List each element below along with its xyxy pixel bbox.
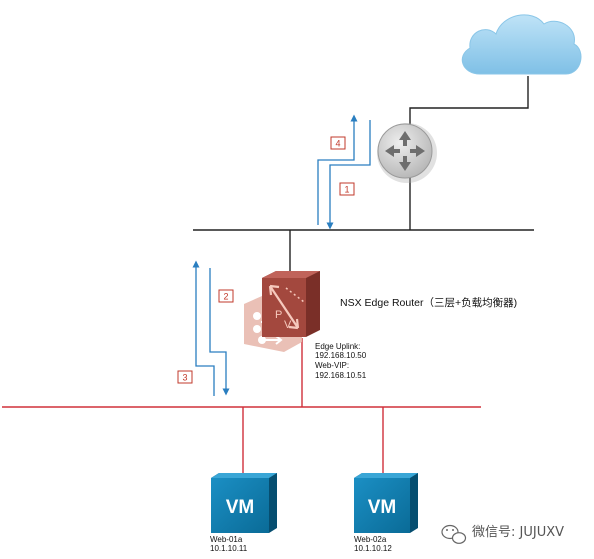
flow-arrow-step-4 — [317, 114, 358, 225]
svg-text:P: P — [275, 309, 282, 321]
web-vip-label: Web-VIP: — [315, 361, 349, 370]
svg-text:VM: VM — [226, 497, 255, 518]
svg-text:2: 2 — [223, 292, 228, 302]
internet-cloud-icon — [461, 14, 582, 75]
vm-ip-web-01a: 10.1.10.11 — [210, 544, 248, 553]
edge-uplink-ip: 192.168.10.50 — [315, 351, 367, 360]
vm-ip-web-02a: 10.1.10.12 — [354, 544, 392, 553]
svg-text:1: 1 — [344, 185, 349, 195]
vm-icon: VM — [354, 473, 418, 533]
vm-name-web-02a: Web-02a — [354, 535, 387, 544]
edge-router-title: NSX Edge Router（三层+负载均衡器) — [340, 296, 517, 309]
physical-router-icon — [377, 123, 437, 230]
flow-arrow-step-1 — [326, 120, 371, 230]
flow-arrow-step-3 — [192, 260, 215, 396]
svg-text:4: 4 — [335, 139, 340, 149]
svg-text:VM: VM — [368, 497, 397, 518]
svg-text:3: 3 — [182, 373, 187, 383]
step-badge-2: 2 — [218, 289, 234, 303]
step-badge-3: 3 — [177, 370, 193, 384]
watermark-text: 微信号: JUJUXV — [472, 525, 564, 540]
vm-icon: VM — [211, 473, 277, 533]
edge-uplink-label: Edge Uplink: — [315, 342, 360, 351]
svg-text:V: V — [284, 319, 292, 331]
step-badge-1: 1 — [339, 182, 355, 196]
wechat-icon — [441, 524, 467, 544]
wechat-watermark: 微信号: JUJUXV — [441, 524, 564, 544]
flow-arrow-step-2 — [209, 268, 230, 396]
step-badge-4: 4 — [330, 136, 346, 150]
nsx-edge-router-icon: P V — [262, 271, 320, 337]
vm-name-web-01a: Web-01a — [210, 535, 243, 544]
web-vip-ip: 192.168.10.51 — [315, 371, 367, 380]
